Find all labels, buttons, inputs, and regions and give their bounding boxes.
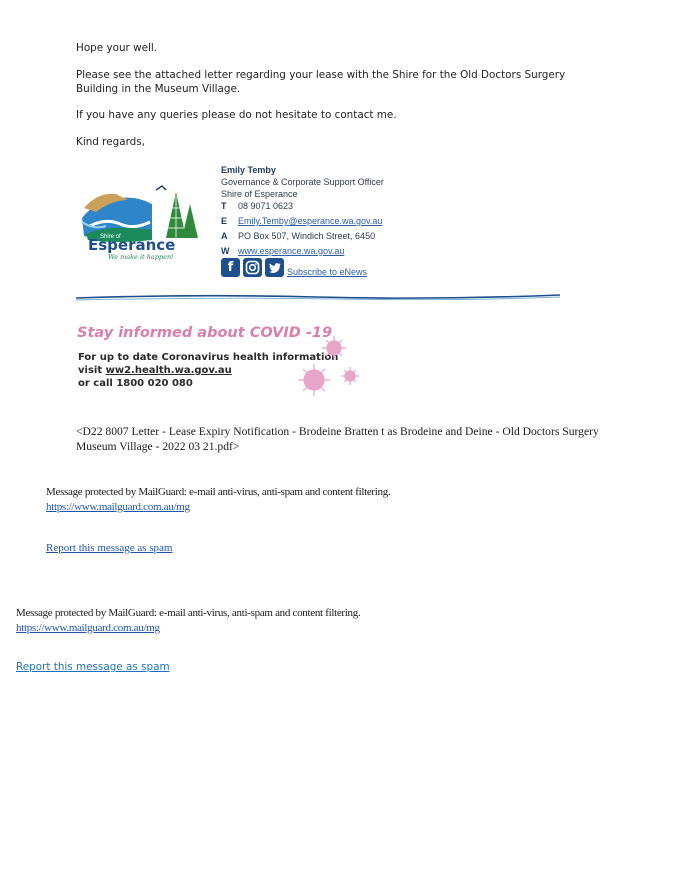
subscribe-enews-link[interactable]: Subscribe to eNews bbox=[287, 267, 368, 277]
signature-address-row: A PO Box 507, Windich Street, 6450 bbox=[221, 231, 375, 241]
web-key: W bbox=[221, 246, 230, 256]
mailguard-link-2[interactable]: https://www.mailguard.com.au/mg bbox=[16, 622, 160, 634]
email-signoff: Kind regards, bbox=[76, 136, 145, 148]
signature-phone-row: T 08 9071 0623 bbox=[221, 201, 293, 211]
covid-banner-line2: visit ww2.health.wa.gov.au bbox=[78, 365, 232, 376]
signature-title: Governance & Corporate Support Officer bbox=[221, 177, 384, 187]
attachment-filename[interactable]: <D22 8007 Letter - Lease Expiry Notifica… bbox=[76, 425, 599, 453]
facebook-icon[interactable]: f bbox=[221, 258, 240, 277]
signature-web-link[interactable]: www.esperance.wa.gov.au bbox=[238, 246, 345, 256]
signature-divider-wave bbox=[76, 294, 560, 301]
address-key: A bbox=[221, 231, 228, 241]
logo-tagline: We make it happen! bbox=[108, 253, 174, 261]
signature-address: PO Box 507, Windich Street, 6450 bbox=[238, 231, 376, 241]
email-greeting: Hope your well. bbox=[76, 42, 158, 54]
report-spam-link-2[interactable]: Report this message as spam bbox=[16, 661, 170, 673]
email-body: Please see the attached letter regarding… bbox=[76, 69, 566, 95]
signature-email-link[interactable]: Emily.Temby@esperance.wa.gov.au bbox=[238, 216, 383, 226]
signature-name: Emily Temby bbox=[221, 165, 276, 175]
instagram-icon[interactable] bbox=[243, 258, 262, 277]
mailguard-link-1[interactable]: https://www.mailguard.com.au/mg bbox=[46, 501, 190, 513]
coronavirus-icon bbox=[298, 336, 359, 396]
signature-phone: 08 9071 0623 bbox=[238, 201, 294, 211]
report-spam-link-1[interactable]: Report this message as spam bbox=[46, 542, 173, 554]
phone-key: T bbox=[221, 201, 227, 211]
covid-banner-line3: or call 1800 020 080 bbox=[78, 378, 193, 389]
covid-banner-title: Stay informed about COVID -19 bbox=[77, 325, 333, 341]
covid-health-link[interactable]: ww2.health.wa.gov.au bbox=[105, 365, 232, 376]
email-queries: If you have any queries please do not he… bbox=[76, 109, 397, 121]
twitter-icon[interactable] bbox=[265, 258, 284, 277]
logo-shire-of: Shire of bbox=[100, 234, 121, 240]
shire-of-esperance-logo: Shire of Esperance We make it happen! bbox=[81, 185, 198, 261]
covid-visit-prefix: visit bbox=[78, 365, 106, 376]
logo-name: Esperance bbox=[88, 236, 175, 254]
signature-org: Shire of Esperance bbox=[221, 189, 298, 199]
signature-email-row: E Emily.Temby@esperance.wa.gov.au bbox=[221, 216, 382, 226]
mailguard-message-2: Message protected by MailGuard: e-mail a… bbox=[16, 607, 361, 619]
covid-banner-line1: For up to date Coronavirus health inform… bbox=[78, 352, 339, 363]
email-key: E bbox=[221, 216, 228, 226]
mailguard-message-1: Message protected by MailGuard: e-mail a… bbox=[46, 486, 391, 498]
